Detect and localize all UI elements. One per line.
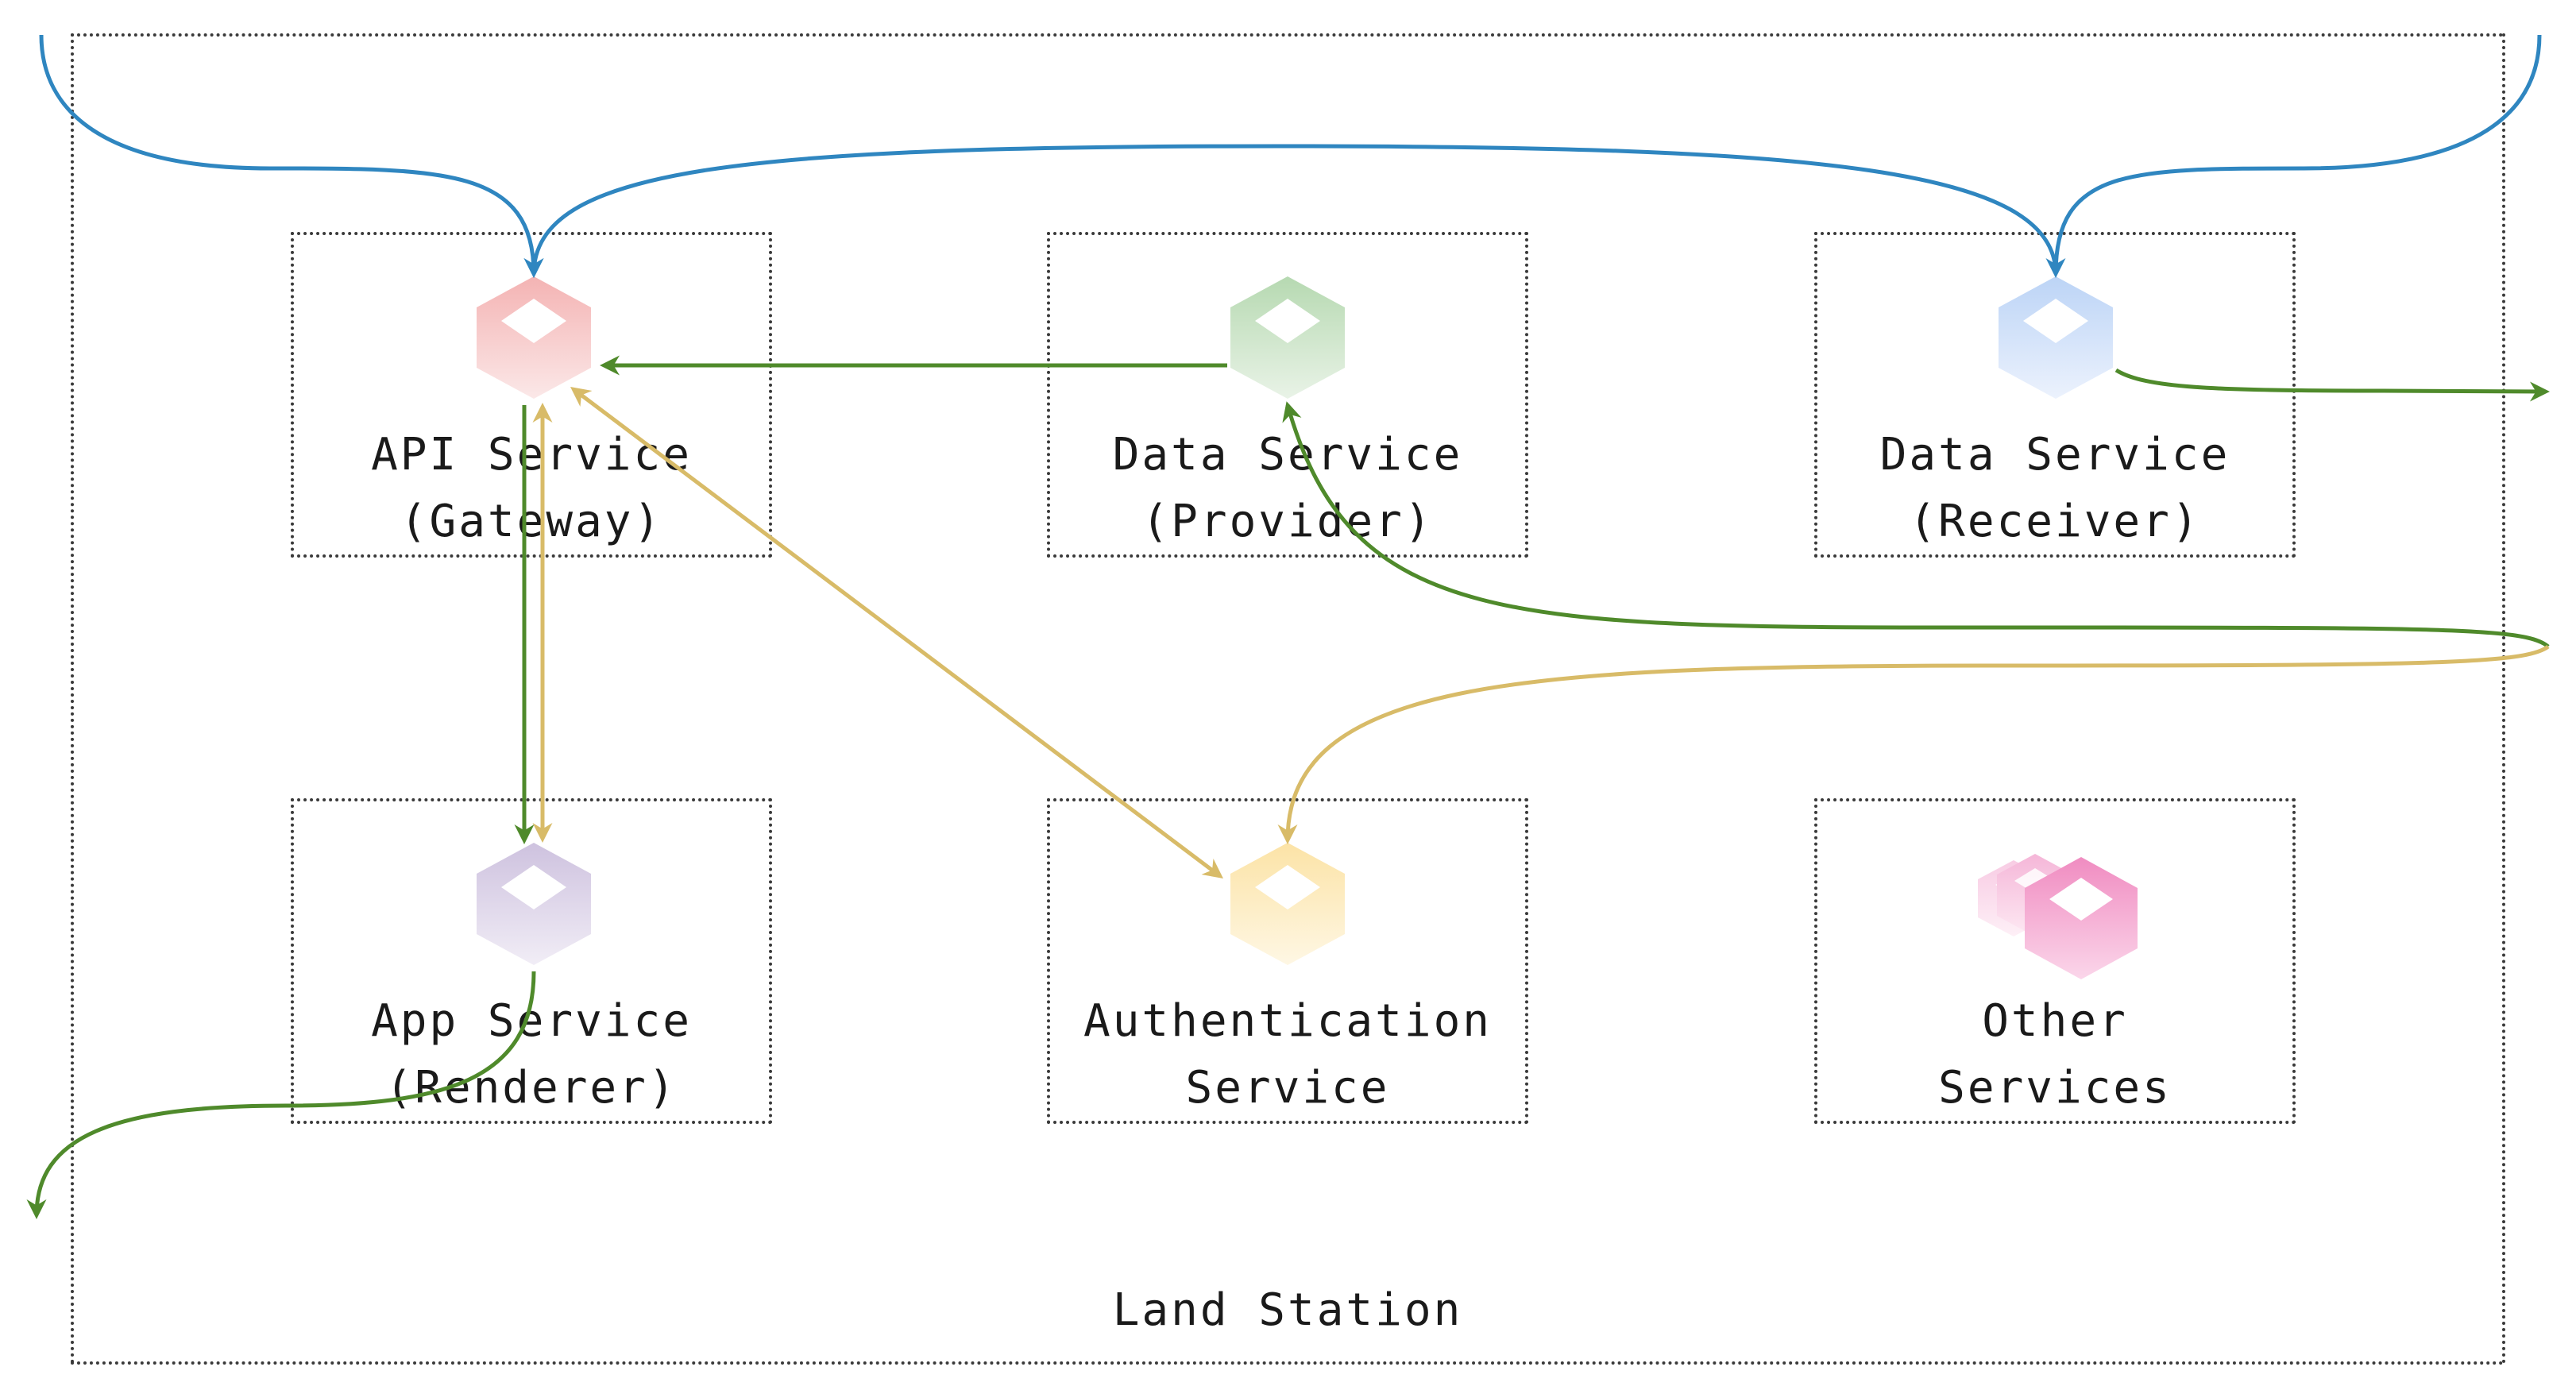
hexagon-cube-icon	[1230, 843, 1345, 965]
external-to-authentication-connector	[1277, 644, 2550, 844]
authentication-service-label: Authentication Service	[1010, 988, 1566, 1122]
authentication-service-subtitle: Service	[1185, 1062, 1390, 1114]
external-to-api-gateway-connector	[39, 34, 544, 278]
data-service-receiver-subtitle: (Receiver)	[1909, 496, 2201, 547]
data-service-receiver-box	[1814, 232, 2296, 558]
other-services-box	[1814, 798, 2296, 1124]
authentication-service-title: Authentication	[1083, 995, 1492, 1047]
data-service-receiver-label: Data Service (Receiver)	[1777, 422, 2333, 555]
land-station-label: Land Station	[1112, 1284, 1463, 1336]
other-services-subtitle: Services	[1938, 1062, 2172, 1114]
hexagon-cube-icon	[1999, 276, 2113, 399]
hexagon-cube-icon	[1230, 276, 1345, 399]
external-to-receiver-connector	[2045, 34, 2542, 278]
other-services-label: Other Services	[1777, 988, 2333, 1122]
app-service-to-external-connector	[26, 971, 536, 1219]
hexagon-cube-icon	[477, 843, 591, 965]
receiver-to-api-gateway-connector	[523, 144, 2058, 278]
other-services-title: Other	[1982, 995, 2128, 1047]
app-service-label: App Service (Renderer)	[253, 988, 809, 1122]
data-service-receiver-title: Data Service	[1879, 429, 2230, 481]
land-station-boundary	[71, 33, 2505, 1365]
authentication-service-box	[1047, 798, 1528, 1124]
stacked-hexagon-cubes-icon	[1978, 854, 2138, 979]
api-gateway-authentication-bidirectional-connector	[570, 386, 1223, 879]
app-service-box	[291, 798, 772, 1124]
hexagon-cube-icon	[477, 276, 591, 399]
app-service-subtitle: (Renderer)	[385, 1062, 678, 1114]
receiver-to-external-connector	[2114, 368, 2550, 402]
external-to-provider-connector	[1282, 401, 2550, 648]
